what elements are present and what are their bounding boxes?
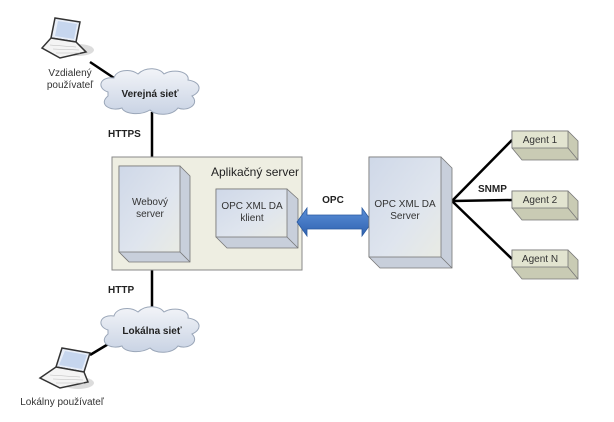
web-server-box [118, 165, 191, 263]
agent-1-label: Agent 1 [523, 135, 558, 146]
opc-client-box [215, 188, 299, 249]
snmp-label: SNMP [478, 184, 507, 195]
local-user-laptop-icon [38, 347, 94, 389]
opc-label: OPC [322, 195, 344, 206]
web-server-label-line1: Webový [132, 197, 168, 208]
public-network-label: Verejná sieť [121, 89, 178, 100]
app-server-label: Aplikačný server [211, 165, 299, 179]
remote-user-laptop-icon [40, 17, 94, 59]
opc-client-label-line2: klient [240, 213, 264, 224]
https-label: HTTPS [108, 129, 141, 140]
agent-box [511, 130, 579, 161]
public-network-cloud-icon [100, 68, 200, 115]
http-label: HTTP [108, 285, 134, 296]
agent-box [511, 249, 579, 280]
agent-n-label: Agent N [522, 254, 558, 265]
local-user-label: Lokálny používateľ [20, 397, 105, 408]
remote-user-label-line2: používateľ [47, 80, 94, 91]
snmp-link-2 [451, 198, 513, 203]
web-server-label-line2: server [136, 209, 164, 220]
remote-user-label-line1: Vzdialený [48, 68, 91, 79]
local-network-label: Lokálna sieť [122, 326, 181, 337]
local-network-cloud-icon [100, 306, 200, 353]
opc-server-label-line1: OPC XML DA [374, 199, 436, 210]
opc-server-label-line2: Server [390, 211, 420, 222]
opc-double-arrow [296, 206, 373, 238]
snmp-link-3 [451, 200, 513, 260]
agent-2-label: Agent 2 [523, 195, 558, 206]
snmp-link-1 [451, 139, 513, 202]
opc-client-label-line1: OPC XML DA [221, 201, 283, 212]
opc-server-box [368, 156, 453, 269]
agent-box [511, 190, 579, 221]
